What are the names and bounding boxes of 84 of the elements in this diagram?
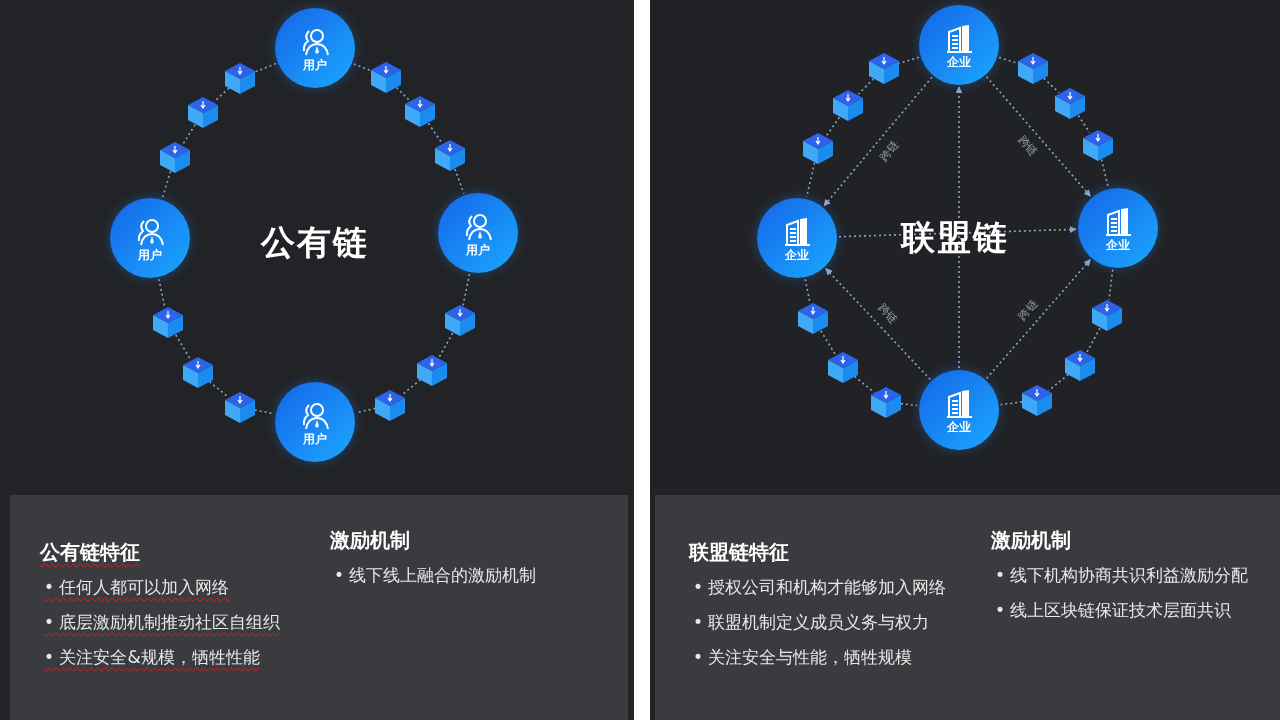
connector-line — [438, 332, 454, 358]
block-cube — [158, 140, 192, 174]
connector-line — [427, 122, 443, 144]
block-cube — [1090, 298, 1124, 332]
connector-line — [454, 168, 465, 195]
block-cube — [369, 60, 403, 94]
connector-line — [825, 116, 841, 137]
section-heading: 激励机制 — [991, 527, 1071, 554]
arrow — [985, 258, 1092, 380]
text-panel — [655, 495, 1280, 720]
connector-line — [253, 409, 275, 415]
block-cube — [433, 138, 467, 172]
block-cube — [867, 51, 901, 85]
arrow — [838, 226, 1077, 238]
block-cube — [796, 301, 830, 335]
text-panel — [10, 495, 628, 720]
bullet-item: • 线下线上融合的激励机制 — [334, 564, 537, 587]
block-cube — [831, 88, 865, 122]
bullet-item: • 关注安全&规模，牺牲性能 — [44, 646, 260, 669]
bullet-item: • 关注安全与性能，牺牲规模 — [693, 646, 913, 669]
arrow — [985, 75, 1092, 198]
connector-line — [1108, 268, 1114, 301]
block-cube — [186, 95, 220, 129]
section-heading: 联盟链特征 — [689, 539, 789, 566]
block-cube — [1020, 383, 1054, 417]
block-cube — [1063, 348, 1097, 382]
block-cube — [1053, 86, 1087, 120]
connector-line — [1100, 158, 1109, 188]
circle-label: 企业 — [784, 248, 810, 262]
connector-line — [174, 334, 192, 360]
block-cube — [181, 355, 215, 389]
arrow — [955, 86, 963, 369]
connector-line — [395, 86, 411, 102]
circle-label: 用户 — [302, 58, 328, 72]
edge-label: 跨链 — [875, 301, 902, 328]
block-cube — [801, 131, 835, 165]
block-cube — [1016, 51, 1050, 85]
connector-line — [213, 87, 230, 103]
section-heading: 激励机制 — [330, 527, 410, 554]
bullet-item: • 任何人都可以加入网络 — [44, 576, 230, 599]
block-cube — [151, 305, 185, 339]
circle-label: 用户 — [302, 432, 328, 446]
connector-line — [1043, 77, 1060, 94]
center-label: 联盟链 — [901, 216, 1009, 259]
arrow — [823, 76, 933, 207]
connector-line — [1086, 327, 1101, 353]
block-cube — [415, 353, 449, 387]
connector-line — [999, 401, 1023, 406]
circle-label: 用户 — [137, 248, 163, 262]
arrow — [825, 267, 931, 381]
circle-label: 企业 — [946, 55, 972, 69]
block-cube — [223, 390, 257, 424]
bullet-item: • 线上区块链保证技术层面共识 — [995, 599, 1232, 622]
edge-label: 跨链 — [1015, 296, 1041, 323]
circle-label: 企业 — [946, 420, 972, 434]
section-heading: 公有链特征 — [40, 539, 140, 566]
connector-line — [161, 170, 172, 199]
circle-label: 企业 — [1105, 238, 1131, 252]
block-cube — [1081, 128, 1115, 162]
block-cube — [826, 350, 860, 384]
connector-line — [182, 123, 196, 146]
block-cube — [403, 94, 437, 128]
bullet-item: • 联盟机制定义成员义务与权力 — [693, 611, 930, 634]
bullet-item: • 授权公司和机构才能够加入网络 — [693, 576, 947, 599]
block-cube — [373, 388, 407, 422]
bullet-item: • 线下机构协商共识利益激励分配 — [995, 564, 1249, 587]
connector-line — [857, 77, 875, 96]
connector-line — [400, 378, 422, 397]
connector-line — [900, 402, 919, 407]
connector-line — [353, 63, 373, 73]
edge-label: 跨链 — [875, 137, 902, 164]
bullet-item: • 底层激励机制推动社区自组织 — [44, 611, 281, 634]
circle-label: 用户 — [465, 243, 491, 257]
edge-label: 跨链 — [1015, 132, 1041, 159]
connector-line — [253, 62, 277, 74]
block-cube — [223, 61, 257, 95]
connector-line — [1077, 114, 1091, 134]
connector-line — [208, 380, 230, 399]
connector-line — [820, 330, 836, 355]
block-cube — [869, 385, 903, 419]
connector-line — [897, 56, 920, 65]
connector-line — [462, 273, 471, 307]
block-cube — [443, 303, 477, 337]
center-label: 公有链 — [261, 221, 369, 264]
